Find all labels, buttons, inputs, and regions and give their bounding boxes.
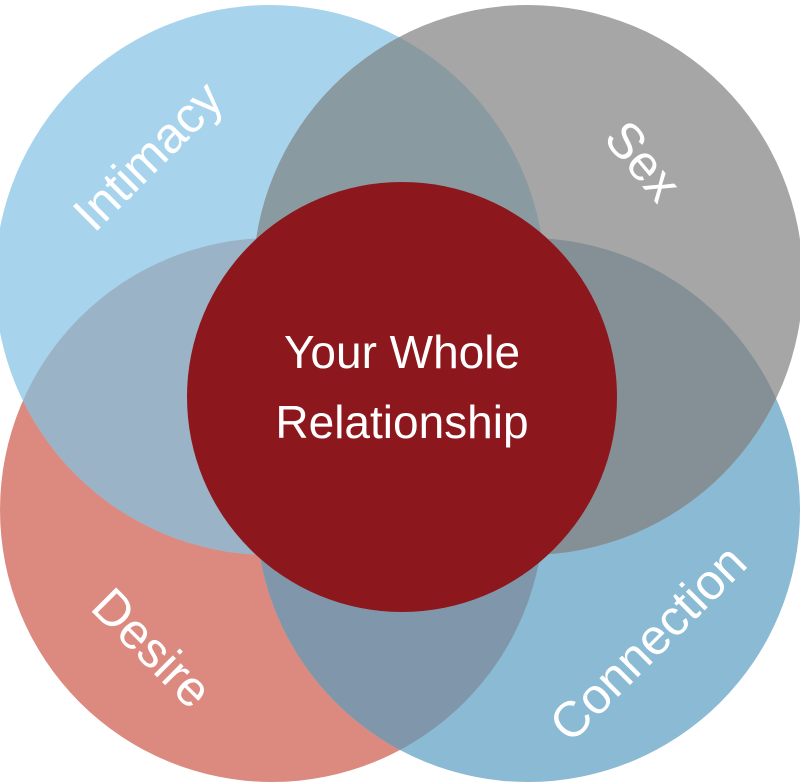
- center-circle: [187, 182, 617, 612]
- center-label-line2: Relationship: [275, 396, 528, 448]
- center-label-line1: Your Whole: [284, 326, 520, 378]
